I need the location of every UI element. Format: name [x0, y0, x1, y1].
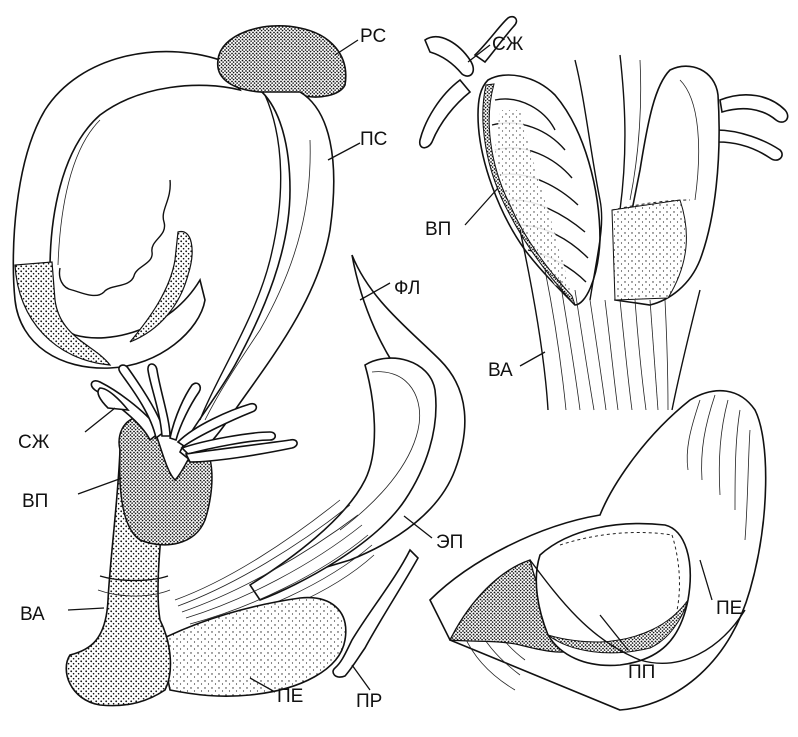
receptaculum [218, 26, 346, 97]
retractor-muscle [333, 550, 418, 677]
label-pe-right: ПЕ [716, 598, 742, 619]
gland-tube-1 [425, 37, 473, 76]
label-vp-top: ВП [425, 219, 451, 240]
label-pe-left: ПЕ [277, 686, 303, 707]
wavy-inner-tube [60, 180, 171, 295]
penis [160, 598, 346, 697]
label-vp-left: ВП [22, 491, 48, 512]
label-rs: РС [360, 26, 386, 47]
label-szh-left: СЖ [18, 432, 50, 453]
gland-tube-right-2 [716, 130, 782, 160]
label-pp: ПП [628, 662, 655, 683]
label-va-top: ВА [488, 360, 513, 381]
label-pr: ПР [356, 691, 382, 712]
bottom-right-detail [430, 391, 766, 710]
label-va-left: ВА [20, 604, 45, 625]
gland-tube-2 [420, 80, 470, 148]
label-ep: ЭП [436, 532, 463, 553]
spermathecal-duct [180, 92, 334, 460]
label-fl: ФЛ [394, 278, 420, 299]
right-cylinder-shade [612, 200, 686, 300]
label-szh-top: СЖ [492, 34, 524, 55]
main-organ-drawing [13, 26, 465, 706]
gland-tube-right [720, 95, 788, 122]
label-ps: ПС [360, 129, 387, 150]
